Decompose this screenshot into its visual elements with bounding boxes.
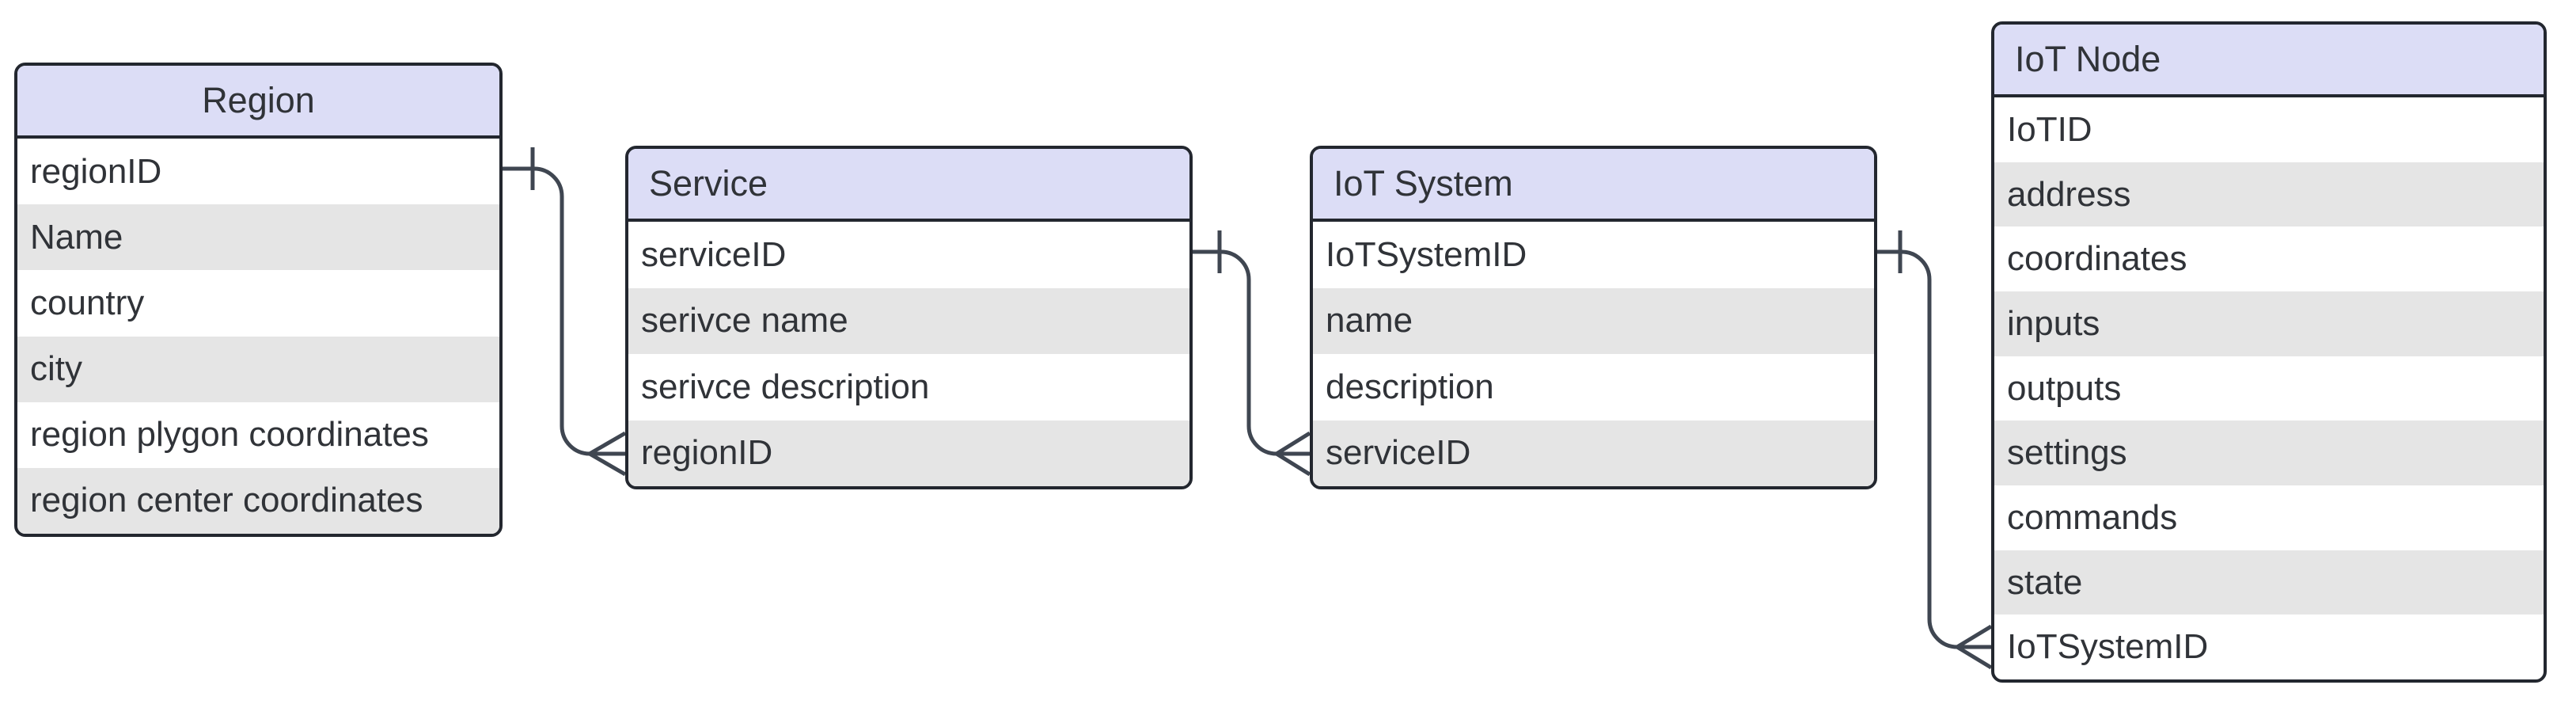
entity-region-title: Region <box>17 66 499 139</box>
field-row: state <box>1994 550 2544 615</box>
field-row: serivce description <box>641 367 930 406</box>
field-row: regionID <box>30 151 162 191</box>
crows-foot-many-icon <box>1275 431 1311 477</box>
entity-iot-node: IoT Node IoTID address coordinates input… <box>1991 21 2547 683</box>
entity-service-fields: serviceID serivce name serivce descripti… <box>628 222 1189 486</box>
edge-region-service <box>503 166 625 456</box>
relationship-service-iotsystem <box>1193 230 1311 477</box>
field-row: serviceID <box>641 234 787 274</box>
field-row: region center coordinates <box>17 467 499 534</box>
field-row: region plygon coordinates <box>30 415 429 455</box>
entity-iot-system: IoT System IoTSystemID name description … <box>1310 146 1877 489</box>
field-row: inputs <box>1994 291 2544 356</box>
edge-iotsystem-iotnode <box>1877 249 1991 649</box>
field-row: city <box>17 336 499 402</box>
entity-iot-system-fields: IoTSystemID name description serviceID <box>1313 222 1874 486</box>
entity-iot-system-title: IoT System <box>1313 149 1874 222</box>
field-row: address <box>1994 162 2544 227</box>
field-row: IoTSystemID <box>2007 627 2209 667</box>
field-row: serivce name <box>628 287 1189 354</box>
entity-service-title: Service <box>628 149 1189 222</box>
field-row: outputs <box>2007 368 2122 408</box>
field-row: serviceID <box>1313 420 1874 486</box>
entity-iot-node-title: IoT Node <box>1994 25 2544 97</box>
field-row: name <box>1313 287 1874 354</box>
field-row: country <box>30 283 145 322</box>
field-row: IoTID <box>2007 109 2092 149</box>
edge-service-iotsystem <box>1193 249 1310 456</box>
crows-foot-many-icon <box>588 431 627 477</box>
field-row: Name <box>17 204 499 271</box>
field-row: coordinates <box>2007 239 2187 279</box>
relationship-iotsystem-iotnode <box>1877 230 1993 670</box>
relationship-region-service <box>503 147 627 477</box>
field-row: commands <box>2007 497 2178 537</box>
entity-service: Service serviceID serivce name serivce d… <box>625 146 1193 489</box>
entity-region-fields: regionID Name country city region plygon… <box>17 139 499 534</box>
field-row: regionID <box>628 420 1189 486</box>
field-row: description <box>1326 367 1494 406</box>
entity-iot-node-fields: IoTID address coordinates inputs outputs… <box>1994 97 2544 679</box>
entity-region: Region regionID Name country city region… <box>14 63 503 537</box>
field-row: IoTSystemID <box>1326 234 1527 274</box>
field-row: settings <box>1994 420 2544 486</box>
crows-foot-many-icon <box>1956 624 1993 670</box>
